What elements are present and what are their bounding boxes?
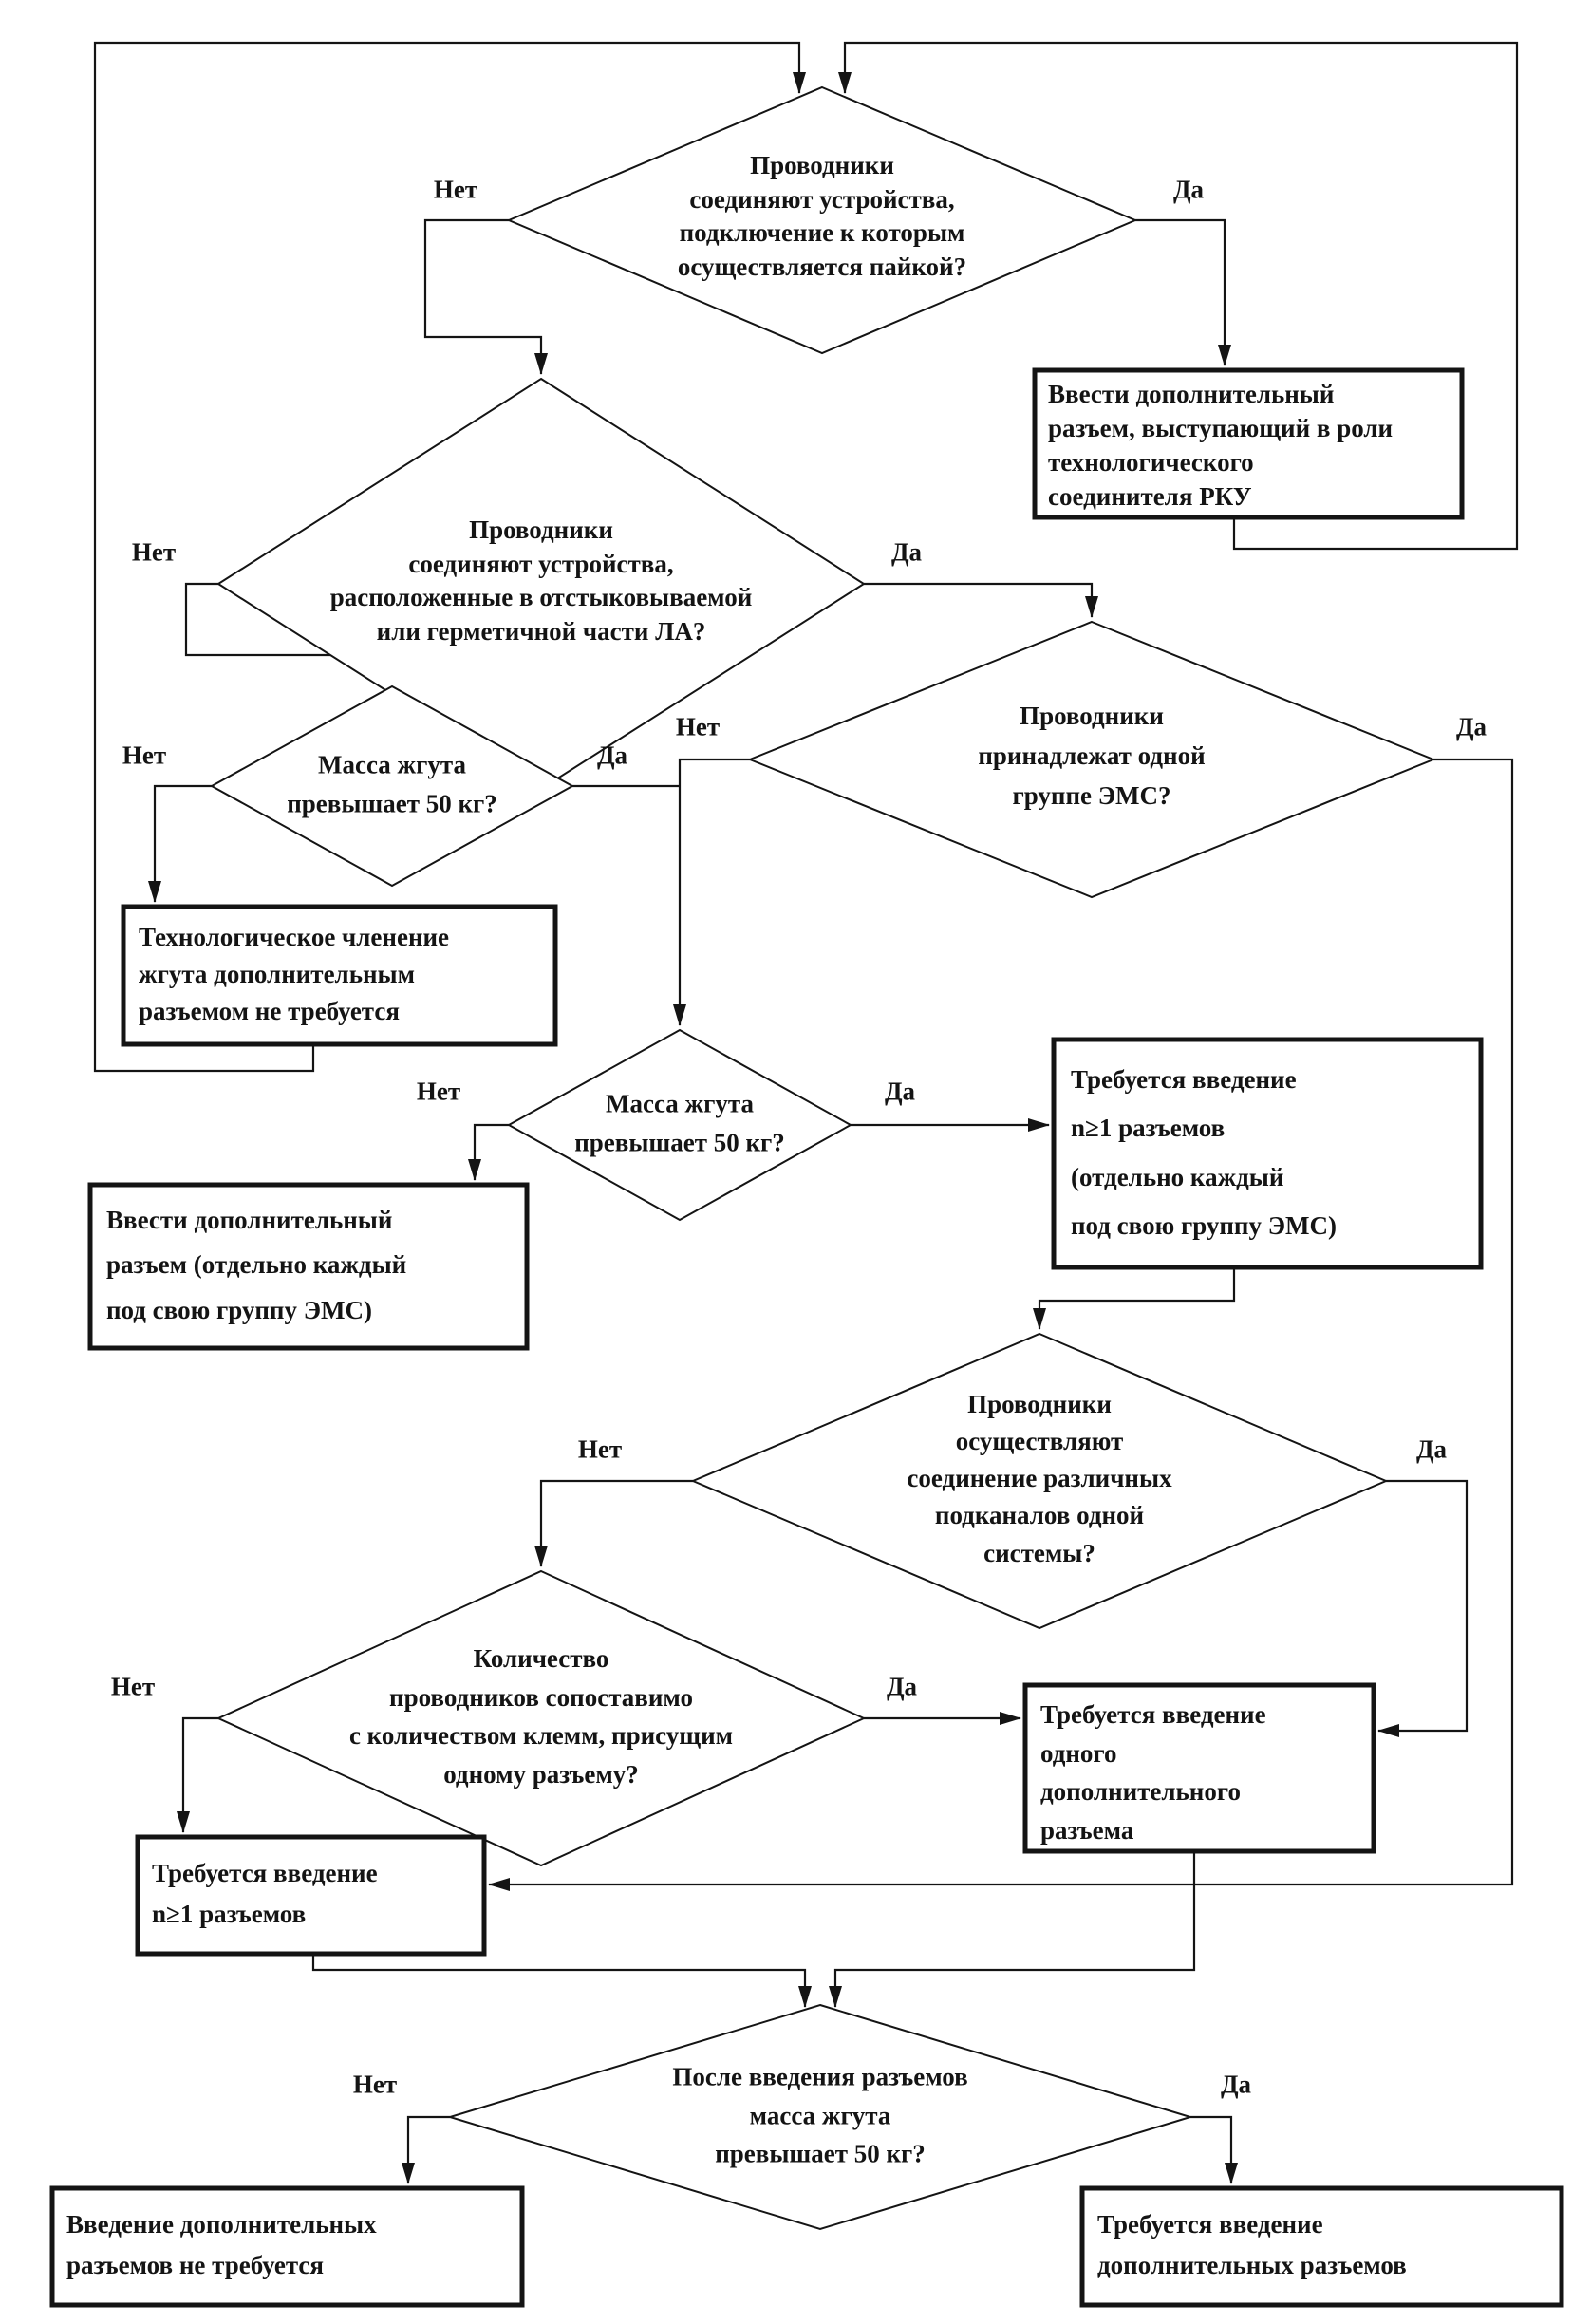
decision-emc-group: Проводники принадлежат одной группе ЭМС? — [978, 702, 1206, 810]
action-n-connectors-shape — [135, 1834, 487, 1957]
decision-detachable-part: Проводники соединяют устройства, располо… — [329, 515, 753, 646]
decision-mass-after-connectors-shape — [446, 2003, 1194, 2231]
connector-d8-no-r7 — [402, 2115, 450, 2184]
connector-d6-yes-r5 — [1377, 1479, 1469, 1737]
action-no-additional-needed: Введение дополнительных разъемов не треб… — [66, 2210, 377, 2280]
connector-r2-loop-to-d1 — [93, 41, 806, 1073]
decision-subchannels-shape — [690, 1332, 1389, 1630]
edge-label-d5-no: Нет — [416, 1077, 461, 1106]
action-one-additional-connector: Требуется введение одного дополнительног… — [1040, 1700, 1266, 1845]
decision-subchannels: Проводники осуществляют соединение разли… — [907, 1390, 1172, 1567]
action-n-connectors: Требуется введение n≥1 разъемов — [152, 1859, 378, 1929]
action-no-division-needed-shape — [121, 904, 558, 1047]
decision-terminal-count-shape — [215, 1569, 867, 1867]
edge-label-d7-no: Нет — [110, 1672, 156, 1701]
edge-label-d3-no: Нет — [675, 712, 721, 741]
decision-mass-after-connectors: После введения разъемов масса жгута прев… — [672, 2062, 968, 2168]
connector-r5-d8 — [829, 1851, 1196, 2008]
decision-mass-50kg-2: Масса жгута превышает 50 кг? — [574, 1089, 785, 1157]
connector-d2-yes-d3 — [864, 582, 1098, 618]
action-one-additional-connector-shape — [1022, 1682, 1376, 1854]
edge-label-d6-yes: Да — [1415, 1434, 1448, 1464]
action-no-additional-needed-shape — [49, 2185, 525, 2308]
decision-mass-50kg-1-shape — [209, 684, 575, 888]
connector-r1-loop-to-d1 — [838, 41, 1519, 551]
edge-label-d8-yes: Да — [1220, 2070, 1252, 2099]
action-n-connectors-per-emc-shape — [1051, 1037, 1484, 1270]
connector-d4-no-r2 — [148, 784, 212, 903]
decision-emc-group-shape — [747, 620, 1436, 899]
decision-terminal-count: Количество проводников сопоставимо с кол… — [348, 1644, 734, 1789]
edge-label-d5-yes: Да — [884, 1077, 916, 1106]
connector-r3-d6 — [1033, 1267, 1236, 1330]
action-additional-required-shape — [1079, 2185, 1564, 2308]
edge-label-d3-yes: Да — [1455, 712, 1488, 741]
decision-soldering-shape — [506, 85, 1138, 355]
edge-label-d2-no: Нет — [131, 537, 177, 567]
action-add-rku-connector: Ввести дополнительный разъем, выступающи… — [1048, 380, 1394, 511]
action-add-connector-per-emc-shape — [87, 1182, 530, 1351]
connector-d3-yes-r6 — [488, 758, 1514, 1891]
decision-soldering: Проводники соединяют устройства, подключ… — [677, 150, 967, 281]
connector-d7-no-r6 — [177, 1716, 218, 1833]
action-additional-required: Требуется введение дополнительных разъем… — [1097, 2210, 1407, 2280]
connector-d5-no-r4 — [468, 1123, 509, 1181]
action-add-rku-connector-shape — [1032, 367, 1465, 520]
edge-label-d2-yes: Да — [890, 537, 923, 567]
edge-label-d7-yes: Да — [886, 1672, 918, 1701]
connector-d1-yes-r1 — [1135, 218, 1231, 366]
decision-mass-50kg-2-shape — [506, 1028, 853, 1222]
connector-d8-yes-r8 — [1190, 2115, 1238, 2184]
edge-label-d4-yes: Да — [596, 740, 628, 770]
decision-mass-50kg-1: Масса жгута превышает 50 кг? — [287, 750, 497, 818]
edge-label-d1-yes: Да — [1172, 175, 1205, 204]
edge-label-d8-no: Нет — [352, 2070, 398, 2099]
connector-d6-no-d7 — [534, 1479, 693, 1567]
action-add-connector-per-emc: Ввести дополнительный разъем (отдельно к… — [106, 1206, 407, 1324]
connector-r6-d8 — [311, 1954, 812, 2008]
action-no-division-needed: Технологическое членение жгута дополните… — [139, 923, 450, 1026]
connector-d3-no-d5 — [673, 758, 750, 1026]
edge-label-d4-no: Нет — [122, 740, 167, 770]
connector-d1-no-d2 — [423, 218, 548, 375]
edge-label-d6-no: Нет — [577, 1434, 623, 1464]
action-n-connectors-per-emc: Требуется введение n≥1 разъемов (отдельн… — [1071, 1065, 1338, 1240]
edge-label-d1-no: Нет — [433, 175, 478, 204]
